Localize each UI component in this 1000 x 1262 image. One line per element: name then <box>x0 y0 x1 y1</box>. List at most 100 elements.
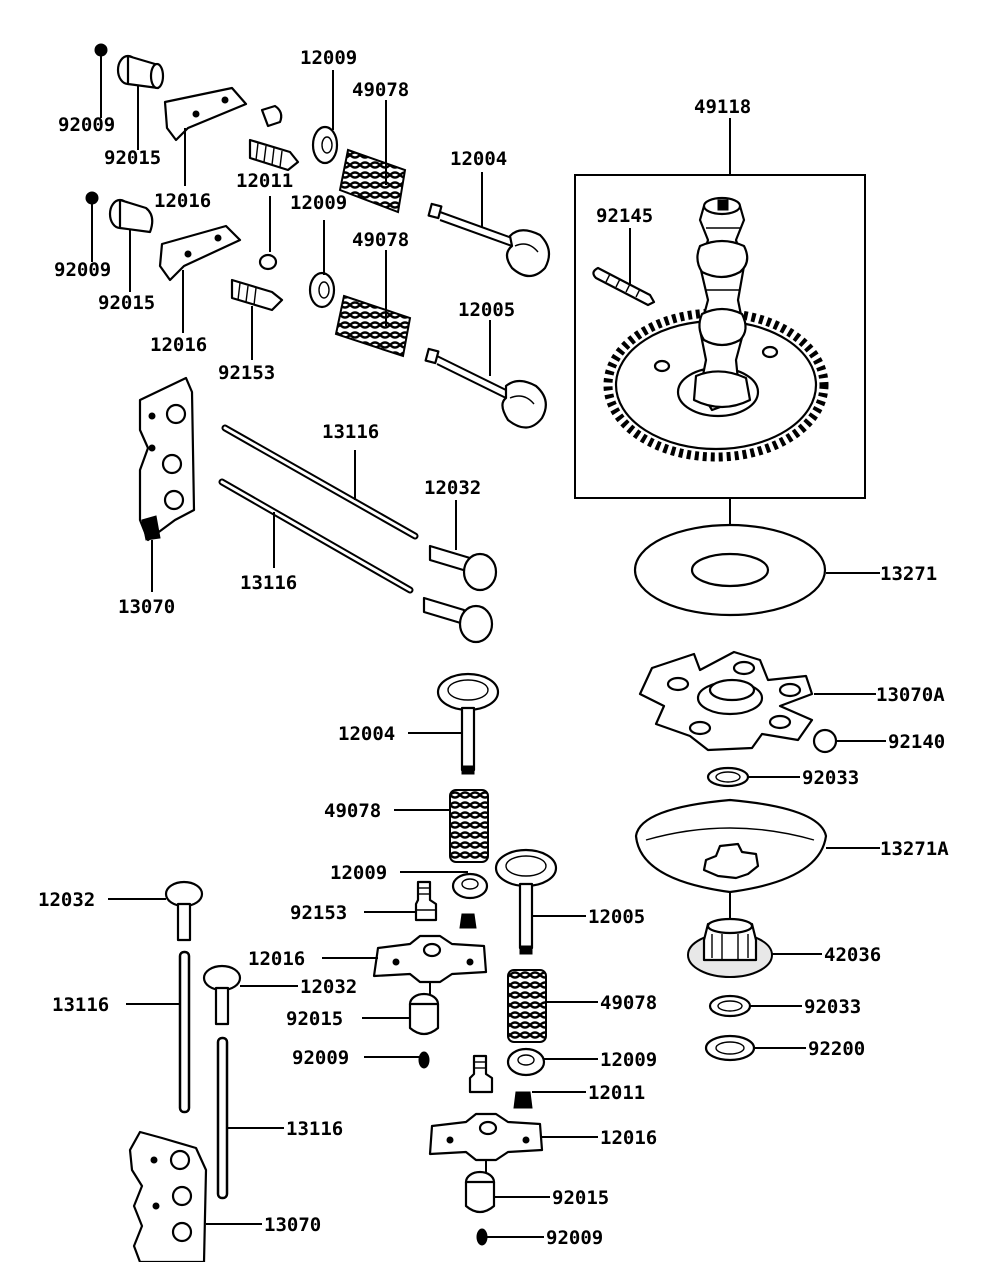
spring-49078-mid <box>334 250 412 358</box>
rocker-12016-lower-a <box>322 934 488 998</box>
spring-49078-lower-a <box>394 789 489 863</box>
label-12005: 12005 <box>588 906 645 928</box>
pivot-92015-lower-a <box>362 992 440 1036</box>
label-12016: 12016 <box>248 948 305 970</box>
nut-12011-lower-a <box>459 913 477 929</box>
nut-92009-lower-b <box>476 1228 544 1246</box>
label-12032: 12032 <box>38 889 95 911</box>
label-13271: 13271 <box>880 563 937 585</box>
label-13271A: 13271A <box>880 838 949 860</box>
label-12005: 12005 <box>458 299 515 321</box>
nut-92009-lower-a <box>364 1051 430 1069</box>
label-13070: 13070 <box>118 596 175 618</box>
label-92015: 92015 <box>286 1008 343 1030</box>
label-92009: 92009 <box>292 1047 349 1069</box>
label-12032: 12032 <box>424 477 481 499</box>
ball-92140 <box>812 728 886 754</box>
spring-49078-upper <box>338 100 407 214</box>
label-12011: 12011 <box>236 170 293 192</box>
rocker-arm-12016-upper <box>163 86 248 186</box>
label-13070A: 13070A <box>876 684 945 706</box>
nut-92009-upper <box>94 43 108 118</box>
pushrod-13116-lower-b <box>216 1036 284 1200</box>
label-49078: 49078 <box>352 229 409 251</box>
label-49078: 49078 <box>600 992 657 1014</box>
label-12004: 12004 <box>338 723 395 745</box>
pivot-92015-upper <box>116 54 165 150</box>
governor-13070A <box>638 650 876 752</box>
pushrod-cap-upper <box>260 104 283 128</box>
snap-ring-92033-lower <box>708 994 802 1018</box>
pushrod-13116-upper-b <box>218 478 414 594</box>
valve-12004-lower <box>408 672 500 775</box>
label-92200: 92200 <box>808 1038 865 1060</box>
tappet-12032-upper-b <box>422 596 494 644</box>
rocker-12016-lower-b <box>428 1112 598 1176</box>
label-92033: 92033 <box>804 996 861 1018</box>
spring-49078-lower-b <box>507 969 598 1043</box>
snap-ring-92033-upper <box>706 766 800 788</box>
screw-92153-lower <box>364 880 438 922</box>
part-labels: 92009 92015 12016 12009 49078 12011 1200… <box>38 47 949 1249</box>
label-12016: 12016 <box>150 334 207 356</box>
label-92145: 92145 <box>596 205 653 227</box>
washer-92200 <box>704 1034 806 1062</box>
label-49118: 49118 <box>694 96 751 118</box>
exhaust-valve-12005-upper <box>424 320 547 429</box>
rocker-arm-12016-lower <box>158 224 242 333</box>
pushrod-13116-lower-a <box>126 950 191 1114</box>
label-42036: 42036 <box>824 944 881 966</box>
adjust-screw-12011-upper <box>248 138 300 172</box>
cup-13271A <box>634 798 880 894</box>
shim-13271 <box>633 523 880 617</box>
gear-42036 <box>687 893 822 978</box>
adjust-screw-92153-upper <box>230 278 284 360</box>
screw-12011-lower-cap <box>258 196 278 271</box>
label-92009: 92009 <box>546 1227 603 1249</box>
label-92153: 92153 <box>290 902 347 924</box>
retainer-12009-upper <box>311 70 339 165</box>
plate-13070-lower <box>128 1130 262 1262</box>
label-92153: 92153 <box>218 362 275 384</box>
screw-12011-lower-b <box>468 1054 586 1109</box>
label-92009: 92009 <box>54 259 111 281</box>
pin-92145 <box>592 228 656 307</box>
plate-13070-upper <box>138 376 196 592</box>
label-92015: 92015 <box>552 1187 609 1209</box>
label-12016: 12016 <box>154 190 211 212</box>
retainer-12009-mid <box>308 220 336 309</box>
label-13116: 13116 <box>240 572 297 594</box>
pivot-92015-lower <box>108 198 154 292</box>
pivot-92015-lower-b <box>464 1170 550 1214</box>
label-92033: 92033 <box>802 767 859 789</box>
label-12011: 12011 <box>588 1082 645 1104</box>
label-49078: 49078 <box>324 800 381 822</box>
tappet-12032-lower-b <box>202 964 298 1026</box>
tappet-12032-lower-a <box>108 880 204 942</box>
label-92015: 92015 <box>98 292 155 314</box>
label-12009: 12009 <box>330 862 387 884</box>
retainer-12009-lower-b <box>506 1047 598 1077</box>
retainer-12009-lower-a <box>400 871 489 900</box>
tappet-12032-upper-a <box>428 500 498 592</box>
nut-92009-lower <box>85 191 99 262</box>
label-12009: 12009 <box>290 192 347 214</box>
pushrod-13116-upper-a <box>221 424 419 540</box>
camshaft <box>692 196 752 412</box>
intake-valve-12004-upper <box>427 172 551 278</box>
label-12032: 12032 <box>300 976 357 998</box>
label-13116: 13116 <box>322 421 379 443</box>
label-92140: 92140 <box>888 731 945 753</box>
label-12009: 12009 <box>300 47 357 69</box>
label-92009: 92009 <box>58 114 115 136</box>
valve-12005-lower <box>494 848 586 955</box>
label-12004: 12004 <box>450 148 507 170</box>
label-13116: 13116 <box>286 1118 343 1140</box>
label-13070: 13070 <box>264 1214 321 1236</box>
label-92015: 92015 <box>104 147 161 169</box>
label-49078: 49078 <box>352 79 409 101</box>
label-12009: 12009 <box>600 1049 657 1071</box>
label-12016: 12016 <box>600 1127 657 1149</box>
label-13116: 13116 <box>52 994 109 1016</box>
